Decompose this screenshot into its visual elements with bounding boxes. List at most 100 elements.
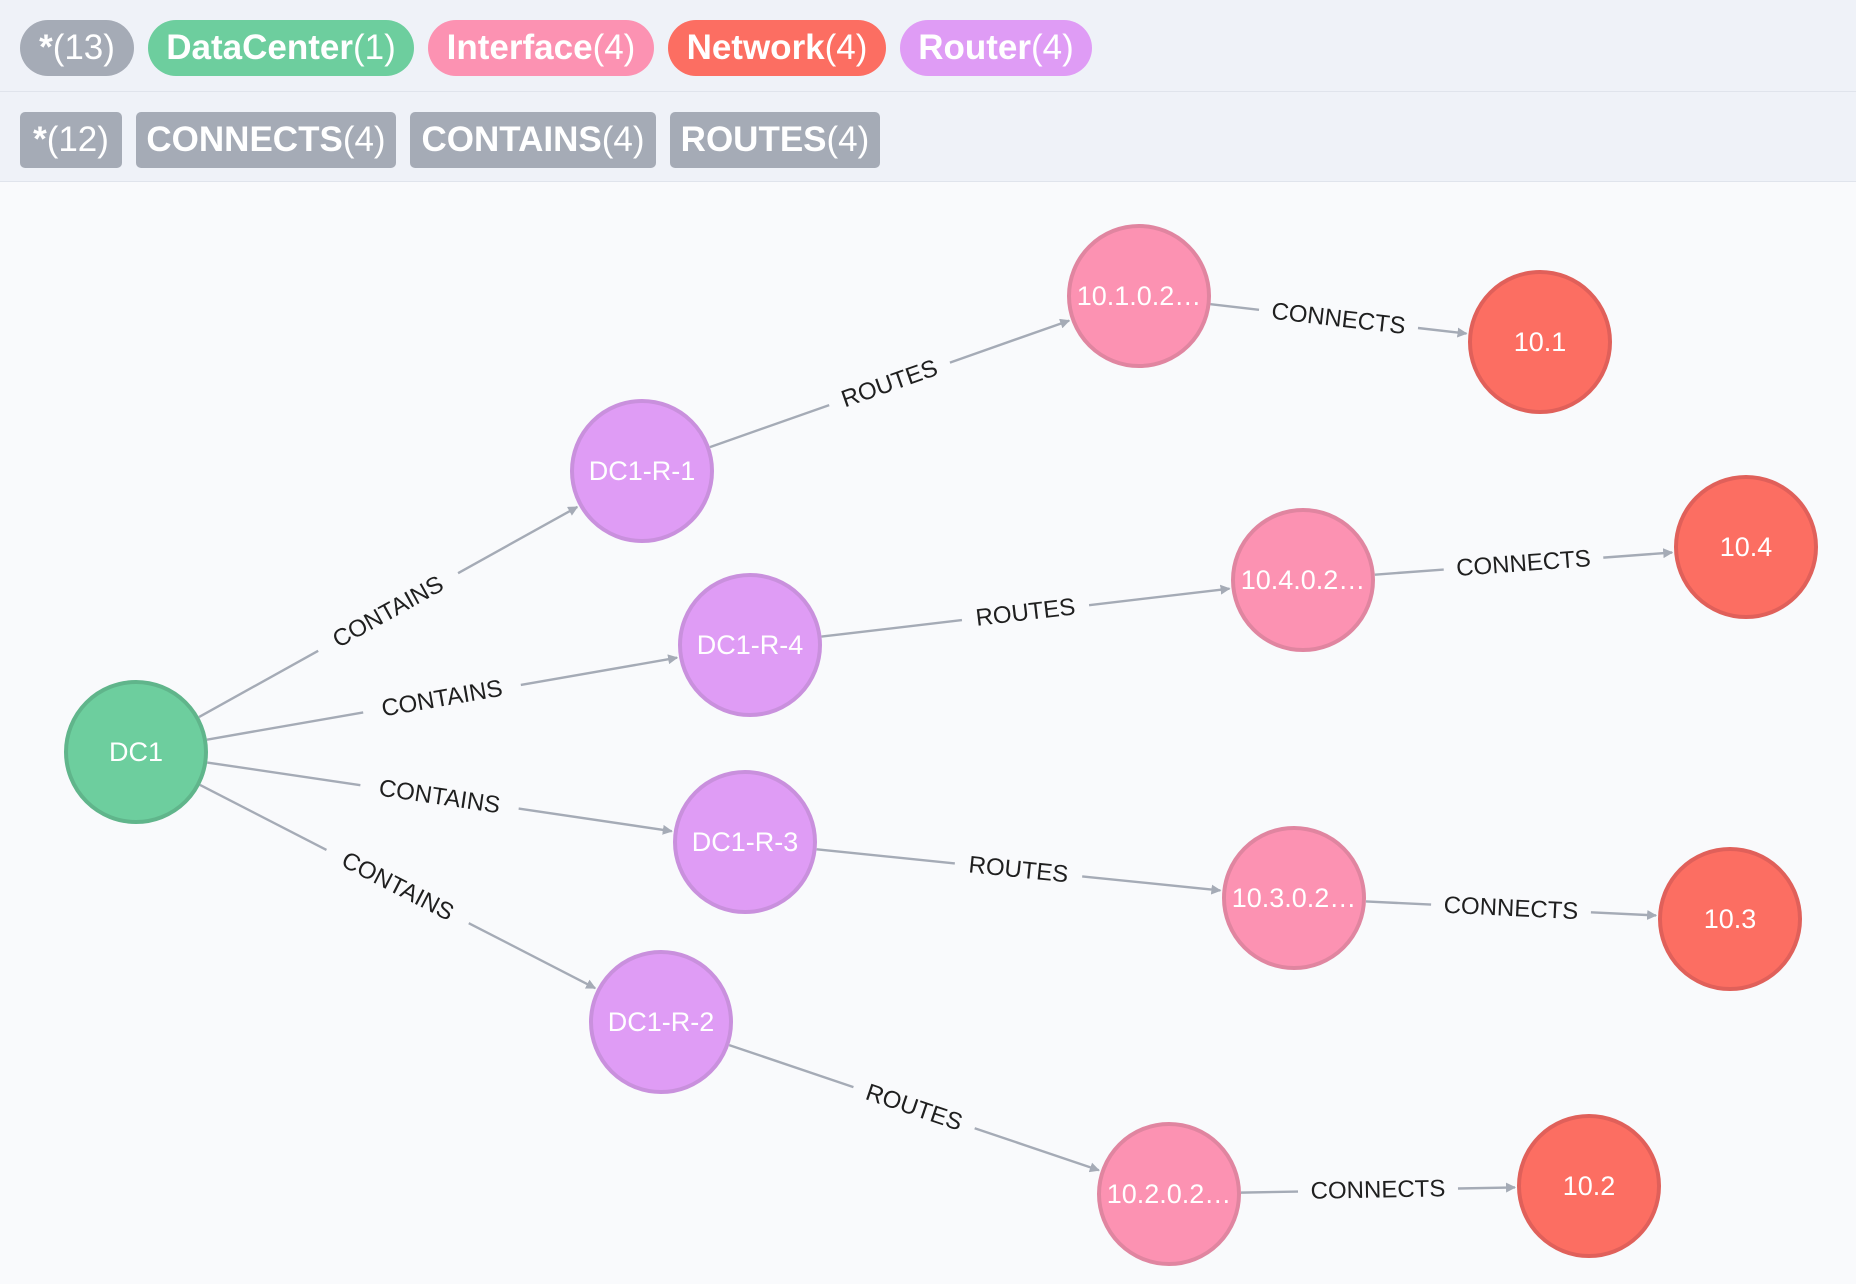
node-circle [1674,475,1818,619]
edge-label: CONNECTS [1310,1175,1445,1205]
node-dc1[interactable]: DC1 [64,680,208,824]
node-label: DC1-R-4 [697,630,804,660]
rel-chip-routes[interactable]: ROUTES(4) [670,112,880,168]
edge-line-start [1365,900,1432,906]
edge-line-end [1417,326,1468,338]
chip-count: (13) [52,28,115,67]
label-chip-network[interactable]: Network(4) [668,20,886,76]
node-label: 10.3.0.2… [1232,883,1357,913]
edge-dc1-r1[interactable]: CONTAINS [198,505,579,719]
label-chip-interface[interactable]: Interface(4) [428,20,654,76]
node-n1[interactable]: 10.1 [1468,270,1612,414]
edge-r1-i1[interactable]: ROUTES [709,318,1071,449]
node-n2[interactable]: 10.2 [1517,1114,1661,1258]
node-i3[interactable]: 10.3.0.2… [1222,826,1366,970]
node-label: 10.4.0.2… [1241,565,1366,595]
chip-name: Interface [446,28,593,67]
edge-line-end [1603,548,1674,559]
node-r1[interactable]: DC1-R-1 [570,399,714,543]
chip-count: (4) [826,120,870,159]
edges-layer: CONTAINSCONTAINSCONTAINSCONTAINSROUTESRO… [198,298,1674,1205]
edge-line-start [206,711,364,741]
node-label: DC1 [109,737,163,767]
chip-name: * [33,120,47,159]
node-label: DC1-R-3 [692,827,799,857]
chip-name: Router [918,28,1031,67]
edge-dc1-r4[interactable]: CONTAINS [206,654,679,741]
edge-line-end [468,922,597,990]
node-i4[interactable]: 10.4.0.2… [1231,508,1375,652]
graph-canvas[interactable]: CONTAINSCONTAINSCONTAINSCONTAINSROUTESRO… [0,182,1856,1284]
edge-line-start [1240,1190,1299,1194]
node-i1[interactable]: 10.1.0.2… [1067,224,1211,368]
chip-name: DataCenter [166,28,353,67]
node-circle [1222,826,1366,970]
node-circle [64,680,208,824]
edge-label: ROUTES [838,354,941,413]
edge-line-end [520,654,679,687]
node-label: 10.2 [1563,1171,1616,1201]
edge-dc1-r3[interactable]: CONTAINS [207,761,673,835]
chip-name: CONNECTS [146,120,343,159]
node-circle [589,950,733,1094]
node-label-bar: *(13) DataCenter(1) Interface(4) Network… [0,0,1856,92]
label-chip-all[interactable]: *(13) [20,20,134,76]
edge-line-start [207,761,361,787]
edge-label: CONNECTS [1455,545,1591,582]
node-circle [1231,508,1375,652]
chip-count: (4) [592,28,636,67]
chip-count: (4) [1031,28,1074,67]
rel-chip-connects[interactable]: CONNECTS(4) [136,112,396,168]
edge-label: CONTAINS [337,847,458,927]
edge-r3-i3[interactable]: ROUTES [816,848,1222,895]
chip-count: (4) [342,120,386,159]
edge-label: CONTAINS [377,775,502,820]
edge-label: CONNECTS [1443,892,1579,925]
edge-r4-i4[interactable]: ROUTES [821,584,1231,638]
rel-chip-contains[interactable]: CONTAINS(4) [410,112,656,168]
node-i2[interactable]: 10.2.0.2… [1097,1122,1241,1266]
edge-label: ROUTES [862,1079,965,1137]
chip-name: Network [686,28,825,67]
node-n3[interactable]: 10.3 [1658,847,1802,991]
node-label: 10.1.0.2… [1077,281,1202,311]
edge-i1-n1[interactable]: CONNECTS [1210,298,1468,340]
chip-count: (1) [352,28,396,67]
node-circle [673,770,817,914]
edge-line-start [709,403,830,449]
node-circle [678,573,822,717]
node-r4[interactable]: DC1-R-4 [678,573,822,717]
edge-line-start [198,649,319,719]
edge-line-start [1374,568,1444,576]
edge-line-start [1210,303,1260,311]
chip-count: (4) [601,120,645,159]
edge-line-start [821,618,963,638]
chip-name: * [39,28,53,67]
node-label: DC1-R-1 [589,456,696,486]
node-circle [1468,270,1612,414]
rel-chip-all[interactable]: *(12) [20,112,122,168]
edge-line-start [199,783,328,852]
edge-label: ROUTES [974,593,1076,631]
edge-r2-i2[interactable]: ROUTES [728,1043,1100,1173]
edge-dc1-r2[interactable]: CONTAINS [199,783,597,990]
edge-i4-n4[interactable]: CONNECTS [1374,545,1674,582]
chip-name: ROUTES [680,120,827,159]
node-label: DC1-R-2 [608,1007,715,1037]
node-n4[interactable]: 10.4 [1674,475,1818,619]
edge-i2-n2[interactable]: CONNECTS [1240,1175,1517,1205]
node-r2[interactable]: DC1-R-2 [589,950,733,1094]
label-chip-router[interactable]: Router(4) [900,20,1092,76]
edge-label: ROUTES [967,851,1069,888]
edge-line-start [728,1043,854,1089]
node-circle [570,399,714,543]
edge-line-end [1088,584,1231,607]
node-circle [1658,847,1802,991]
label-chip-datacenter[interactable]: DataCenter(1) [148,20,414,76]
node-r3[interactable]: DC1-R-3 [673,770,817,914]
edge-label: CONTAINS [328,571,448,654]
chip-count: (12) [46,120,109,159]
edge-line-end [1457,1182,1517,1193]
edge-i3-n3[interactable]: CONNECTS [1365,892,1658,925]
